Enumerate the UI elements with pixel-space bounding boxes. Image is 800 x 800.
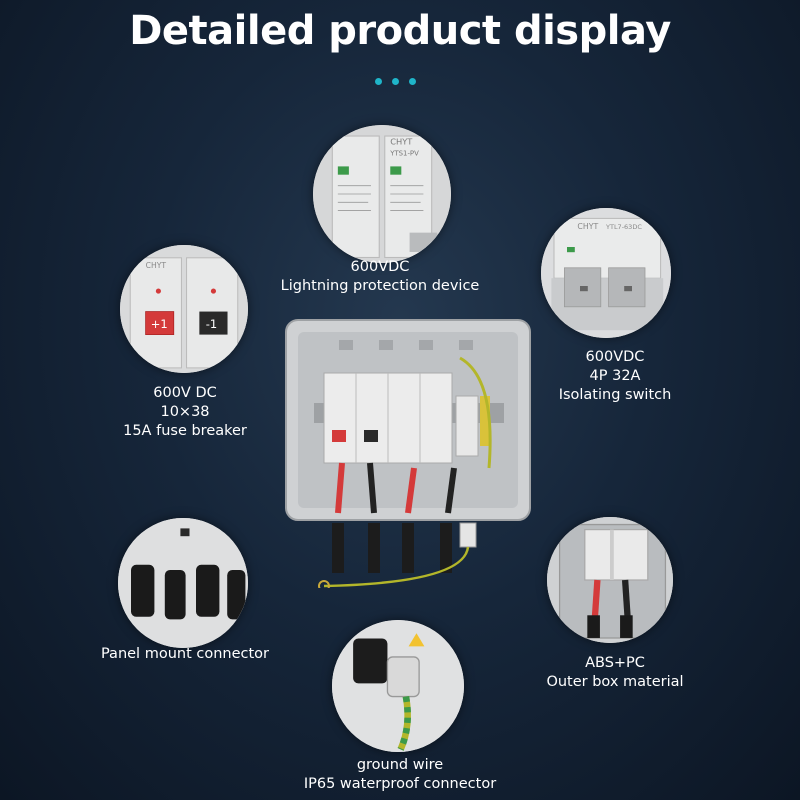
connector-detail-image xyxy=(118,518,248,648)
decorative-dots xyxy=(375,78,416,85)
switch-detail-image: CHYT YTL7-63DC xyxy=(541,208,671,338)
ground-detail-image xyxy=(332,620,464,752)
connector-label: Panel mount connector xyxy=(100,646,270,662)
fuse-minus-text: -1 xyxy=(206,317,217,331)
ground-label: ground wire IP65 waterproof connector xyxy=(303,757,497,792)
spd-model-text: YTS1-PV xyxy=(389,149,419,157)
switch-model-text: YTL7-63DC xyxy=(605,223,642,231)
page-title: Detailed product display xyxy=(129,8,671,54)
spd-brand-text: CHYT xyxy=(390,136,413,146)
fuse-detail-image: +1 -1 CHYT xyxy=(120,245,248,373)
switch-label: 600VDC 4P 32A Isolating switch xyxy=(558,349,672,403)
dot-icon xyxy=(375,78,382,85)
dot-icon xyxy=(392,78,399,85)
spd-detail-image: CHYT YTS1-PV xyxy=(313,125,451,263)
switch-brand-text: CHYT xyxy=(577,222,598,231)
box-detail-image xyxy=(547,517,673,643)
fuse-label: 600V DC 10×38 15A fuse breaker xyxy=(123,385,247,439)
spd-label: 600VDC Lightning protection device xyxy=(280,259,480,294)
fuse-plus-text: +1 xyxy=(151,317,168,331)
fuse-brand-text: CHYT xyxy=(146,261,167,270)
combiner-box-image xyxy=(284,318,534,588)
dot-icon xyxy=(409,78,416,85)
box-label: ABS+PC Outer box material xyxy=(546,655,684,690)
